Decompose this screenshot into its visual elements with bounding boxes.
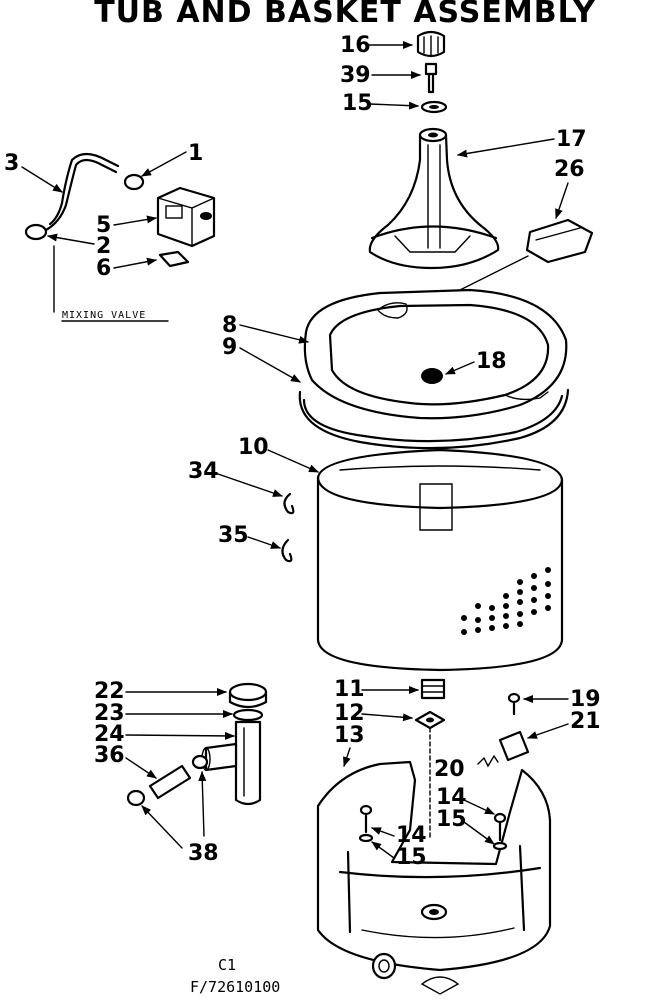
mixing-valve-label: MIXING VALVE <box>62 310 146 321</box>
part-8-tub-cover <box>303 288 568 420</box>
callout-18: 18 <box>476 349 507 374</box>
callout-10: 10 <box>238 435 269 460</box>
part-39-bolt <box>424 62 438 94</box>
callout-11: 11 <box>334 677 365 702</box>
callout-21: 21 <box>570 709 601 734</box>
part-14-screw-left <box>359 804 373 834</box>
part-26-filter <box>525 218 594 264</box>
part-15-washer-right <box>492 841 508 851</box>
part-14-screw-right <box>493 812 507 842</box>
callout-26: 26 <box>554 157 585 182</box>
callout-3: 3 <box>4 151 19 176</box>
part-23-seal <box>232 708 264 722</box>
callout-9: 9 <box>222 335 237 360</box>
callout-34: 34 <box>188 459 219 484</box>
part-36-hose <box>148 764 192 800</box>
part-2-clamp <box>24 223 48 241</box>
callout-14-right: 14 <box>436 785 467 810</box>
callout-15-top: 15 <box>342 91 373 116</box>
footer-line-1: C1 <box>218 956 236 974</box>
callout-39: 39 <box>340 63 371 88</box>
callout-20: 20 <box>434 757 465 782</box>
callout-22: 22 <box>94 679 125 704</box>
callout-19: 19 <box>570 687 601 712</box>
diagram-title: TUB AND BASKET ASSEMBLY <box>94 0 596 30</box>
part-12-seal <box>414 710 446 730</box>
callout-8: 8 <box>222 313 237 338</box>
part-35-clip <box>281 538 293 563</box>
part-3-hose <box>44 152 120 232</box>
part-20-spring <box>477 754 499 768</box>
part-21-switch <box>498 730 530 762</box>
callout-14-left: 14 <box>396 823 427 848</box>
callout-38: 38 <box>188 841 219 866</box>
part-5-mixing-valve <box>156 186 216 248</box>
callout-6: 6 <box>96 256 111 281</box>
callout-16: 16 <box>340 33 371 58</box>
part-13-outer-tub <box>316 760 552 995</box>
callout-17: 17 <box>556 127 587 152</box>
part-11-nut <box>420 678 446 700</box>
part-15-washer-left <box>358 833 374 843</box>
part-38-clamps <box>126 754 209 807</box>
part-19-screw <box>507 692 521 716</box>
callout-15-right: 15 <box>436 807 467 832</box>
part-24-pump-tube <box>201 720 262 806</box>
part-10-basket <box>316 448 564 672</box>
part-15-washer <box>420 100 448 114</box>
part-16-cap <box>416 30 446 58</box>
callout-24: 24 <box>94 722 125 747</box>
footer-line-2: F/72610100 <box>190 978 280 996</box>
callout-1: 1 <box>188 141 203 166</box>
callout-5: 5 <box>96 213 111 238</box>
part-34-clip <box>283 492 295 515</box>
part-6-bracket <box>158 250 190 268</box>
callout-12: 12 <box>334 701 365 726</box>
basket-perforations <box>461 567 551 635</box>
callout-36: 36 <box>94 743 125 768</box>
callout-23: 23 <box>94 701 125 726</box>
callout-13: 13 <box>334 723 365 748</box>
part-22-cap <box>228 682 268 709</box>
part-1-clamp <box>123 173 145 191</box>
part-9-ring <box>298 388 570 450</box>
callout-35: 35 <box>218 523 249 548</box>
callout-15-left: 15 <box>396 845 427 870</box>
part-17-agitator <box>368 127 500 270</box>
callout-2: 2 <box>96 234 111 259</box>
